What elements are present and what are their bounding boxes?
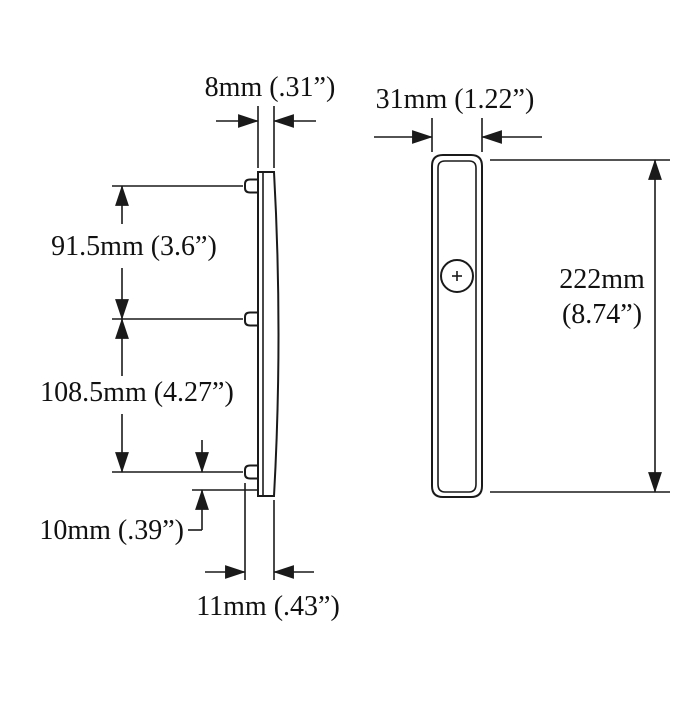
side-profile-outline bbox=[257, 171, 280, 497]
cylinder-hole bbox=[440, 259, 474, 293]
dimension-overall-height-label-line1: 222mm bbox=[559, 264, 645, 295]
dimension-upper-hole-spacing-label: 91.5mm (3.6”) bbox=[51, 231, 217, 262]
dimension-top-thickness-label: 8mm (.31”) bbox=[205, 72, 336, 103]
dimension-lower-hole-spacing: 108.5mm (4.27”) bbox=[40, 318, 243, 473]
dimension-bottom-thickness-label: 11mm (.43”) bbox=[196, 591, 340, 622]
mounting-tab-bottom bbox=[244, 464, 258, 480]
dimension-bottom-offset-label: 10mm (.39”) bbox=[39, 515, 184, 546]
dimension-bottom-thickness: 11mm (.43”) bbox=[196, 483, 340, 622]
front-view bbox=[431, 154, 483, 498]
dimension-bottom-offset: 10mm (.39”) bbox=[39, 440, 258, 546]
center-mark-icon bbox=[452, 271, 462, 281]
dimension-top-thickness: 8mm (.31”) bbox=[205, 72, 336, 168]
dimension-lower-hole-spacing-label: 108.5mm (4.27”) bbox=[40, 377, 234, 408]
dimension-front-width: 31mm (1.22”) bbox=[374, 84, 542, 152]
dimension-overall-height: 222mm (8.74”) bbox=[490, 159, 670, 493]
front-view-inner-outline bbox=[437, 160, 477, 493]
mounting-tab-top bbox=[244, 178, 258, 194]
dimension-upper-hole-spacing: 91.5mm (3.6”) bbox=[51, 185, 243, 320]
dimension-front-width-label: 31mm (1.22”) bbox=[376, 84, 535, 115]
mounting-tab-middle bbox=[244, 311, 258, 327]
dimension-overall-height-label-line2: (8.74”) bbox=[562, 299, 642, 330]
side-profile-view bbox=[244, 171, 280, 497]
front-view-outline bbox=[431, 154, 483, 498]
